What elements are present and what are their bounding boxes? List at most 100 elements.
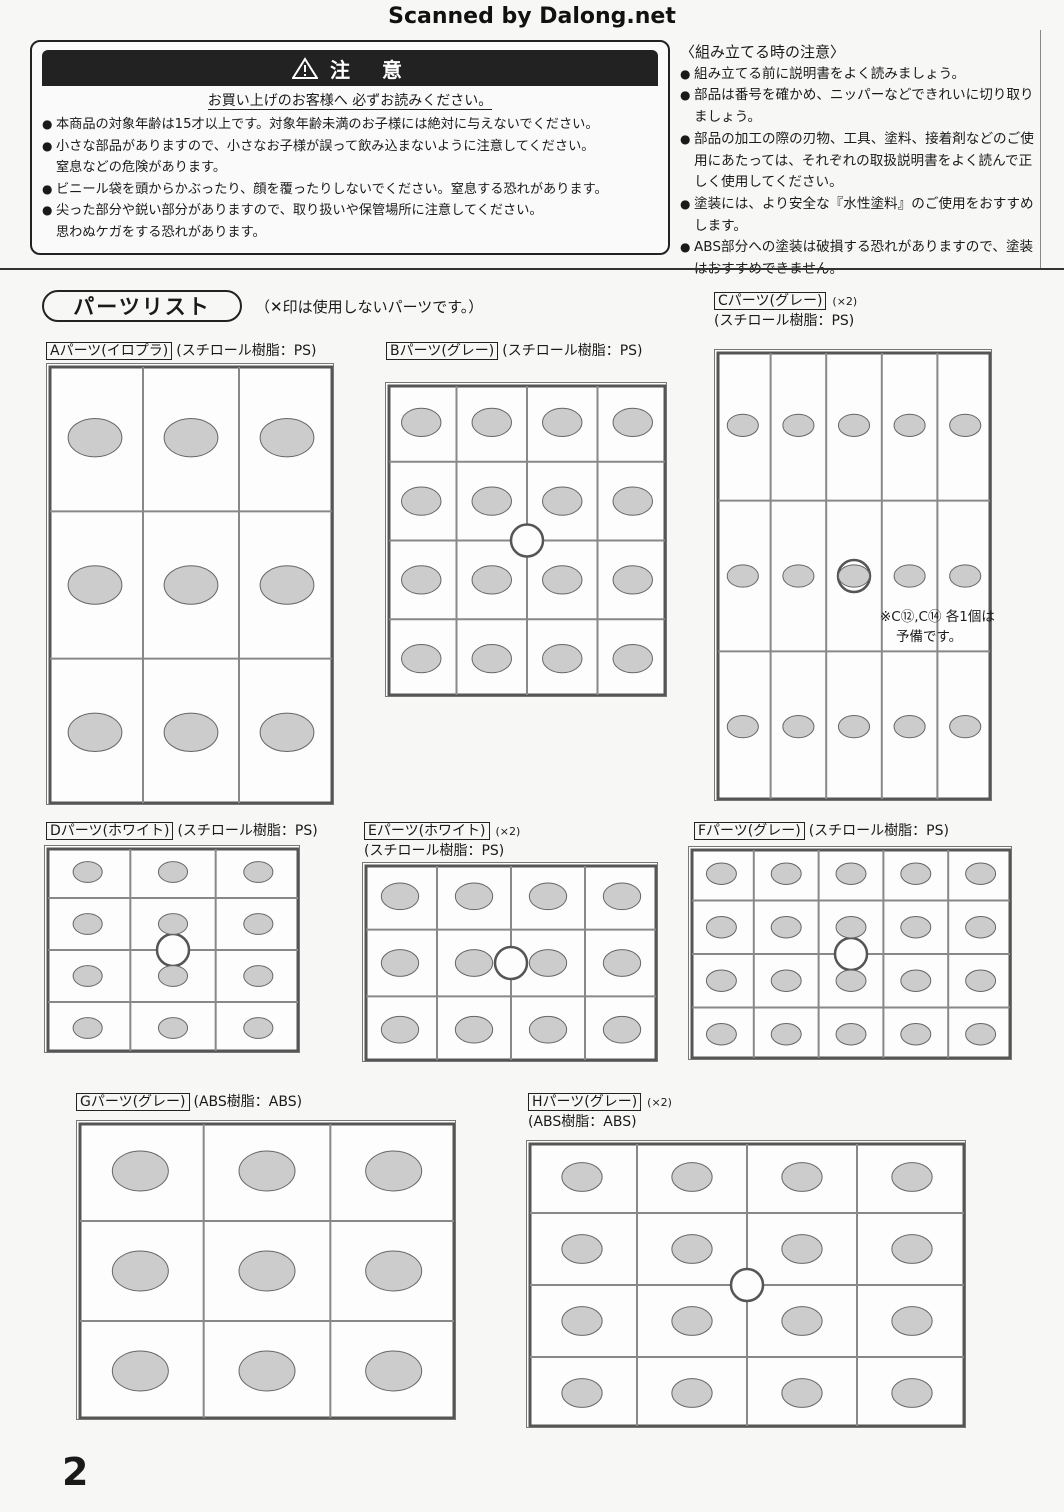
part-shape — [770, 1023, 802, 1046]
part-shape — [157, 913, 189, 935]
part-shape — [157, 1017, 189, 1039]
sprue-a-runners — [48, 365, 333, 804]
part-shape — [163, 417, 219, 458]
page-number: 2 — [62, 1450, 89, 1494]
part-shape — [72, 965, 103, 987]
part-shape — [365, 1250, 423, 1292]
assembly-item: 塗装には、より安全な『水性塗料』のご使用をおすすめします。 — [680, 194, 1040, 237]
runner-gate-ring — [729, 1267, 765, 1303]
warning-icon — [292, 57, 318, 79]
part-shape — [72, 861, 103, 883]
edge-line — [1040, 30, 1041, 268]
runner-gate-ring — [155, 932, 191, 968]
part-shape — [401, 486, 442, 516]
part-shape — [401, 644, 442, 674]
sprue-d-label: Dパーツ(ホワイト)(スチロール樹脂：PS) — [46, 820, 318, 840]
part-shape — [111, 1250, 169, 1292]
assembly-notes: 〈組み立てる時の注意〉 組み立てる前に説明書をよく読みましょう。 部品は番号を確… — [680, 42, 1040, 281]
part-shape — [705, 969, 737, 992]
part-shape — [561, 1378, 603, 1408]
part-shape — [900, 1023, 932, 1046]
part-shape — [561, 1306, 603, 1336]
part-shape — [893, 715, 926, 739]
runner-gate-ring — [493, 945, 529, 981]
part-shape — [900, 969, 932, 992]
sprue-e-label: Eパーツ(ホワイト)(×2) (スチロール樹脂：PS) — [364, 820, 520, 860]
sprue-a-drawing — [46, 363, 334, 805]
part-shape — [835, 862, 867, 885]
part-shape — [782, 413, 815, 437]
caution-item-cont: 窒息などの危険があります。 — [56, 160, 227, 175]
part-shape — [243, 913, 274, 935]
part-shape — [401, 407, 442, 437]
sprue-c-name: Cパーツ(グレー) — [714, 292, 827, 310]
part-shape — [726, 715, 759, 739]
part-shape — [72, 1017, 103, 1039]
part-shape — [111, 1350, 169, 1392]
sprue-f-name: Fパーツ(グレー) — [694, 822, 805, 840]
sprue-c-note-line: 予備です。 — [896, 629, 963, 645]
part-shape — [965, 862, 997, 885]
sprue-e-material: (スチロール樹脂：PS) — [364, 843, 505, 859]
caution-item: ビニール袋を頭からかぶったり、顔を覆ったりしないでください。窒息する恐れがありま… — [42, 179, 658, 201]
sprue-b-material: (スチロール樹脂：PS) — [502, 343, 643, 359]
caution-subtitle: お買い上げのお客様へ 必ずお読みください。 — [207, 93, 493, 110]
part-shape — [157, 861, 189, 883]
sprue-d-name: Dパーツ(ホワイト) — [46, 822, 174, 840]
part-shape — [781, 1234, 823, 1264]
sprue-c-material: (スチロール樹脂：PS) — [714, 313, 855, 329]
part-shape — [770, 969, 802, 992]
sprue-e-runners — [364, 864, 657, 1061]
sprue-a-material: (スチロール樹脂：PS) — [176, 343, 317, 359]
part-shape — [259, 565, 315, 605]
part-shape — [380, 882, 420, 911]
part-shape — [471, 486, 512, 516]
sprue-e-name: Eパーツ(ホワイト) — [364, 822, 490, 840]
sprue-h-mult: (×2) — [647, 1096, 672, 1109]
part-shape — [471, 644, 512, 674]
part-shape — [891, 1306, 933, 1336]
part-shape — [243, 1017, 274, 1039]
part-shape — [671, 1234, 713, 1264]
part-shape — [893, 564, 926, 588]
sprue-b-runners — [387, 384, 666, 696]
part-shape — [542, 565, 583, 595]
part-shape — [781, 1162, 823, 1192]
part-shape — [612, 565, 653, 595]
sprue-b-drawing — [385, 382, 667, 697]
sprue-c-label: Cパーツ(グレー)(×2) (スチロール樹脂：PS) — [714, 290, 857, 330]
sprue-h-drawing — [526, 1140, 966, 1428]
part-shape — [612, 486, 653, 516]
part-shape — [542, 644, 583, 674]
part-shape — [900, 862, 932, 885]
part-shape — [163, 565, 219, 605]
part-shape — [365, 1350, 423, 1392]
caution-header: 注 意 — [42, 50, 658, 86]
runner-frame — [716, 351, 991, 800]
part-shape — [471, 407, 512, 437]
part-shape — [671, 1162, 713, 1192]
part-shape — [835, 969, 867, 992]
parts-list-title: パーツリスト — [42, 290, 242, 322]
sprue-b-label: Bパーツ(グレー)(スチロール樹脂：PS) — [386, 340, 643, 360]
part-shape — [528, 882, 568, 911]
part-shape — [602, 949, 642, 977]
part-shape — [965, 969, 997, 992]
watermark: Scanned by Dalong.net — [388, 4, 676, 29]
runner-frame — [78, 1122, 455, 1419]
part-shape — [835, 1023, 867, 1046]
sprue-c-note: ※C⑫,C⑭ 各1個は 予備です。 — [880, 607, 995, 647]
part-shape — [380, 1015, 420, 1044]
caution-item: 小さな部品がありますので、小さなお子様が誤って飲み込まないように注意してください… — [42, 136, 658, 158]
part-shape — [949, 715, 982, 739]
sprue-a-label: Aパーツ(イロプラ)(スチロール樹脂：PS) — [46, 340, 317, 360]
part-shape — [454, 1015, 494, 1044]
part-shape — [238, 1250, 296, 1292]
caution-item-cont: 思わぬケガをする恐れがあります。 — [56, 224, 266, 240]
sprue-d-drawing — [44, 845, 300, 1053]
part-shape — [238, 1350, 296, 1392]
sprue-f-drawing — [688, 846, 1012, 1060]
part-shape — [67, 712, 123, 753]
part-shape — [837, 413, 871, 437]
part-shape — [891, 1162, 933, 1192]
